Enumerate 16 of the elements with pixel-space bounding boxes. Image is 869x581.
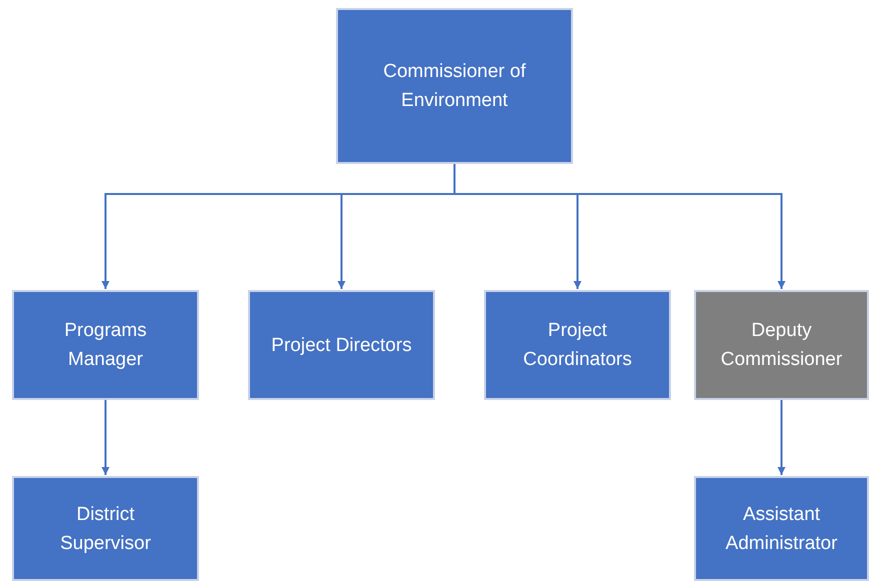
- org-box: [12, 290, 199, 400]
- connector-arrow: [102, 400, 110, 475]
- org-box: [694, 290, 869, 400]
- role-title: Project Coordinators: [522, 319, 633, 372]
- role-title: District Supervisor: [59, 502, 152, 556]
- role-title: Project Directors: [271, 334, 412, 358]
- org-box: [336, 8, 573, 164]
- org-box: [694, 476, 869, 581]
- org-box: [248, 290, 435, 400]
- org-box: [12, 476, 199, 581]
- role-title: Programs Manager: [63, 319, 148, 372]
- role-title: Deputy Commissioner: [720, 319, 844, 372]
- role-title: Assistant Administrator: [724, 502, 838, 556]
- role-title: Commissioner of Environment: [382, 60, 527, 113]
- connector-arrow: [778, 400, 786, 475]
- org-box: [484, 290, 671, 400]
